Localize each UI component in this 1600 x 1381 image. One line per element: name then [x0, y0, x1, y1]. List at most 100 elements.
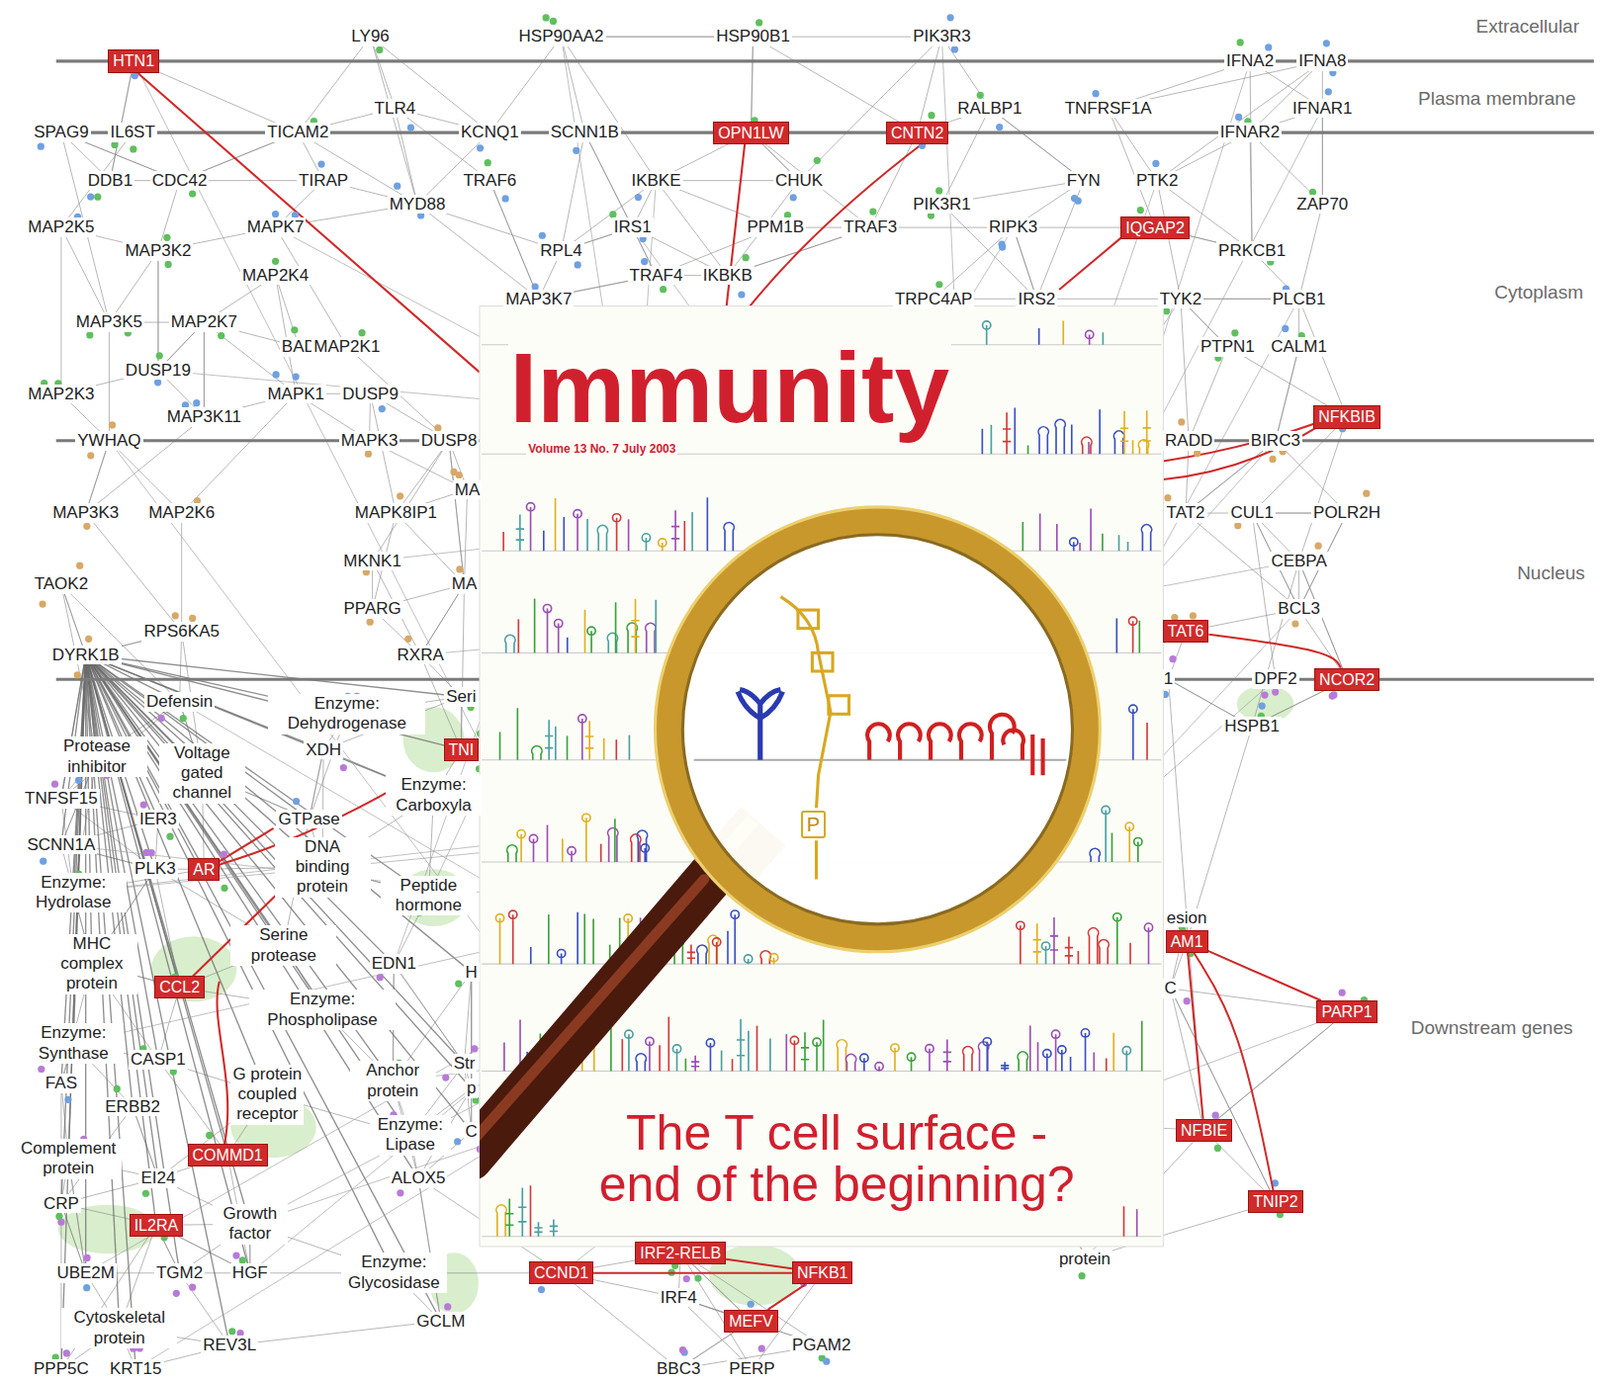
interaction-line	[917, 36, 943, 133]
gene-label: IL6ST	[107, 122, 157, 143]
rna-glyph	[712, 938, 721, 965]
rna-glyph	[981, 429, 984, 454]
category-label: Serine protease	[230, 925, 337, 967]
rna-glyph	[1105, 1058, 1108, 1071]
rna-glyph	[925, 1045, 934, 1072]
rna-glyph	[1089, 848, 1100, 863]
compartment-label: Nucleus	[1514, 562, 1588, 585]
gene-dot	[640, 258, 648, 266]
gene-dot	[1214, 1145, 1222, 1153]
loop-glyph	[959, 723, 982, 760]
gene-dot	[76, 562, 84, 570]
gene-dot	[292, 798, 300, 805]
gene-label: CDC42	[150, 171, 210, 191]
rna-glyph	[769, 954, 778, 966]
interaction-connector	[1187, 953, 1203, 1120]
gene-dot	[220, 850, 228, 858]
category-label: Enzyme: Synthase	[22, 1023, 124, 1065]
rna-glyph	[547, 914, 550, 965]
rna-glyph	[982, 321, 991, 346]
compartment-label: Downstream genes	[1409, 1017, 1576, 1040]
gene-dot	[679, 1346, 687, 1354]
rna-glyph	[1115, 619, 1118, 654]
highlight-line	[1162, 422, 1319, 461]
rna-glyph	[982, 1038, 991, 1072]
rna-glyph	[1021, 522, 1024, 551]
interaction-line	[941, 36, 989, 108]
highlight-box: TNIP2	[1247, 1190, 1303, 1214]
rna-glyph	[1087, 928, 1098, 965]
gene-dot	[1237, 38, 1245, 46]
rna-glyph	[1062, 320, 1065, 345]
rna-glyph	[603, 738, 606, 761]
rna-glyph	[582, 813, 591, 863]
gene-dot	[51, 781, 59, 789]
highlight-box: TNI	[444, 738, 480, 762]
rna-glyph	[554, 498, 557, 551]
gene-dot	[38, 600, 46, 608]
gene-dots	[37, 13, 1371, 1381]
rna-glyph	[1101, 533, 1104, 551]
rna-glyph	[1037, 1042, 1040, 1071]
interaction-line	[275, 275, 300, 348]
gene-label: TYK2	[1157, 289, 1205, 310]
rna-glyph	[800, 1032, 809, 1071]
rna-glyph	[1038, 427, 1049, 454]
interaction-line	[395, 441, 449, 514]
node-text: NFKBIB	[1318, 408, 1376, 426]
gene-label: IRS1	[612, 217, 654, 238]
rna-glyph	[1129, 705, 1138, 761]
rna-glyph	[533, 599, 536, 654]
gene-label: HSP90AA2	[517, 26, 607, 47]
interaction-line	[1299, 561, 1347, 681]
gene-label: RIPK3	[986, 217, 1040, 238]
rna-glyph	[597, 525, 608, 551]
interaction-line	[1156, 180, 1181, 300]
rna-glyph	[1125, 822, 1134, 863]
gene-label: PLCB1	[1270, 289, 1329, 310]
rna-glyph	[517, 708, 520, 761]
rna-glyph	[1123, 1206, 1126, 1237]
rna-glyph	[1112, 1033, 1115, 1072]
gene-label: TRPC4AP	[892, 289, 975, 310]
highlight-line	[1162, 426, 1319, 480]
gene-label: CHUK	[773, 171, 825, 191]
node-text: NFKB1	[797, 1264, 849, 1282]
gene-dot	[742, 254, 750, 262]
gene-dot	[1314, 542, 1322, 550]
interaction-line	[1275, 347, 1300, 442]
interaction-connector	[1208, 951, 1322, 1001]
rna-glyph	[645, 1037, 654, 1071]
gene-label: TRAF4	[627, 266, 686, 286]
rna-glyph	[731, 1059, 734, 1071]
gene-label: ERBB2	[102, 1097, 163, 1118]
gene-dot	[455, 565, 463, 573]
rna-glyph	[573, 510, 582, 552]
rna-glyph	[1033, 923, 1042, 965]
rna-glyph	[562, 517, 565, 551]
node-text: TNI	[448, 741, 475, 759]
gene-label: FAS	[43, 1073, 80, 1094]
category-label: G protein coupled receptor	[230, 1065, 304, 1126]
gene-dot	[1323, 39, 1331, 47]
rna-glyph	[812, 1038, 821, 1071]
gene-label: CUL1	[1228, 503, 1275, 524]
node-text: COMMD1	[192, 1147, 264, 1164]
interaction-line	[370, 36, 396, 108]
interaction-line	[108, 251, 159, 323]
interaction-line	[229, 1321, 442, 1346]
gene-label: IFNAR1	[1290, 98, 1354, 119]
rna-glyph	[747, 1031, 750, 1072]
gene-label: GCLM	[414, 1312, 467, 1333]
gene-label: SCNN1B	[548, 122, 622, 143]
gene-label: MAP3K3	[50, 503, 121, 524]
gene-label: IKBKE	[628, 171, 683, 191]
compartment-label: Plasma membrane	[1416, 88, 1578, 110]
rna-glyph	[1089, 508, 1092, 551]
gene-dot	[172, 612, 179, 620]
rna-glyph	[532, 746, 542, 761]
highlight-box: PARP1	[1316, 1000, 1377, 1024]
category-label: Enzyme: Dehydrogenase	[267, 694, 426, 735]
rna-glyph	[1077, 951, 1080, 965]
interaction-line	[86, 441, 110, 514]
